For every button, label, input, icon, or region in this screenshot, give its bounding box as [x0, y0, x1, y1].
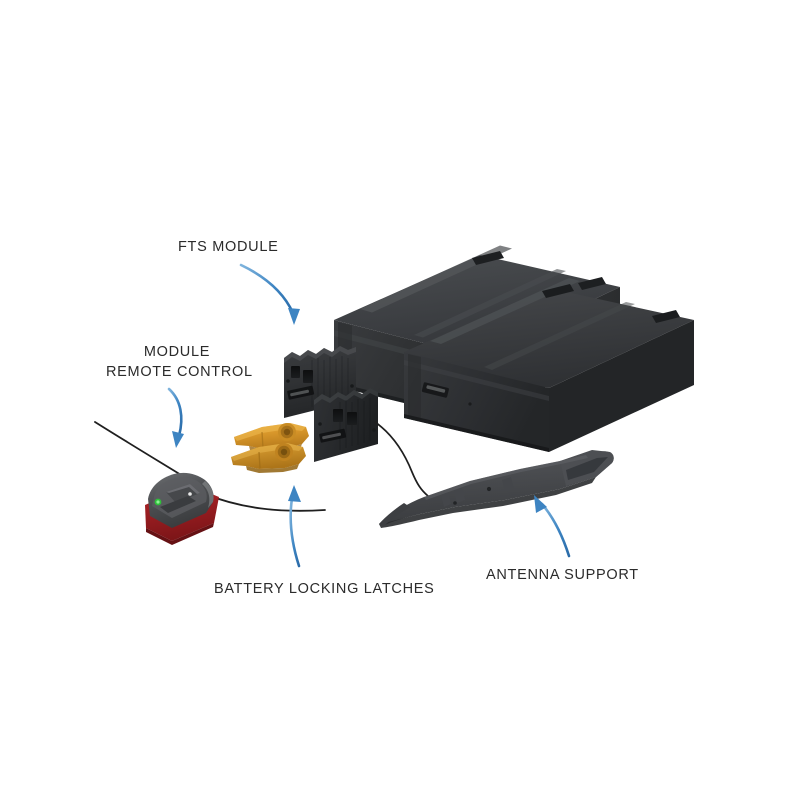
antenna-support-arrow [534, 495, 571, 558]
callout-label-module-remote-control: MODULE REMOTE CONTROL [106, 342, 252, 382]
callout-label-battery-locking-latches: BATTERY LOCKING LATCHES [214, 581, 435, 597]
callout-label-module-remote-control-line1: MODULE [143, 344, 211, 360]
transport-case-front [404, 278, 694, 452]
callout-label-antenna-support: ANTENNA SUPPORT [486, 567, 639, 583]
fts-module-body [284, 346, 378, 462]
battery-locking-latches-arrow [288, 485, 301, 568]
module-cable [374, 421, 429, 497]
remote-control-body [145, 472, 219, 545]
battery-latch-lower [231, 443, 306, 473]
antenna-support-body [379, 450, 614, 528]
module-remote-control-arrow [167, 387, 184, 448]
callout-label-module-remote-control-line2: REMOTE CONTROL [106, 364, 253, 380]
callout-label-fts-module: FTS MODULE [178, 239, 279, 255]
fts-module-arrow [239, 263, 300, 325]
